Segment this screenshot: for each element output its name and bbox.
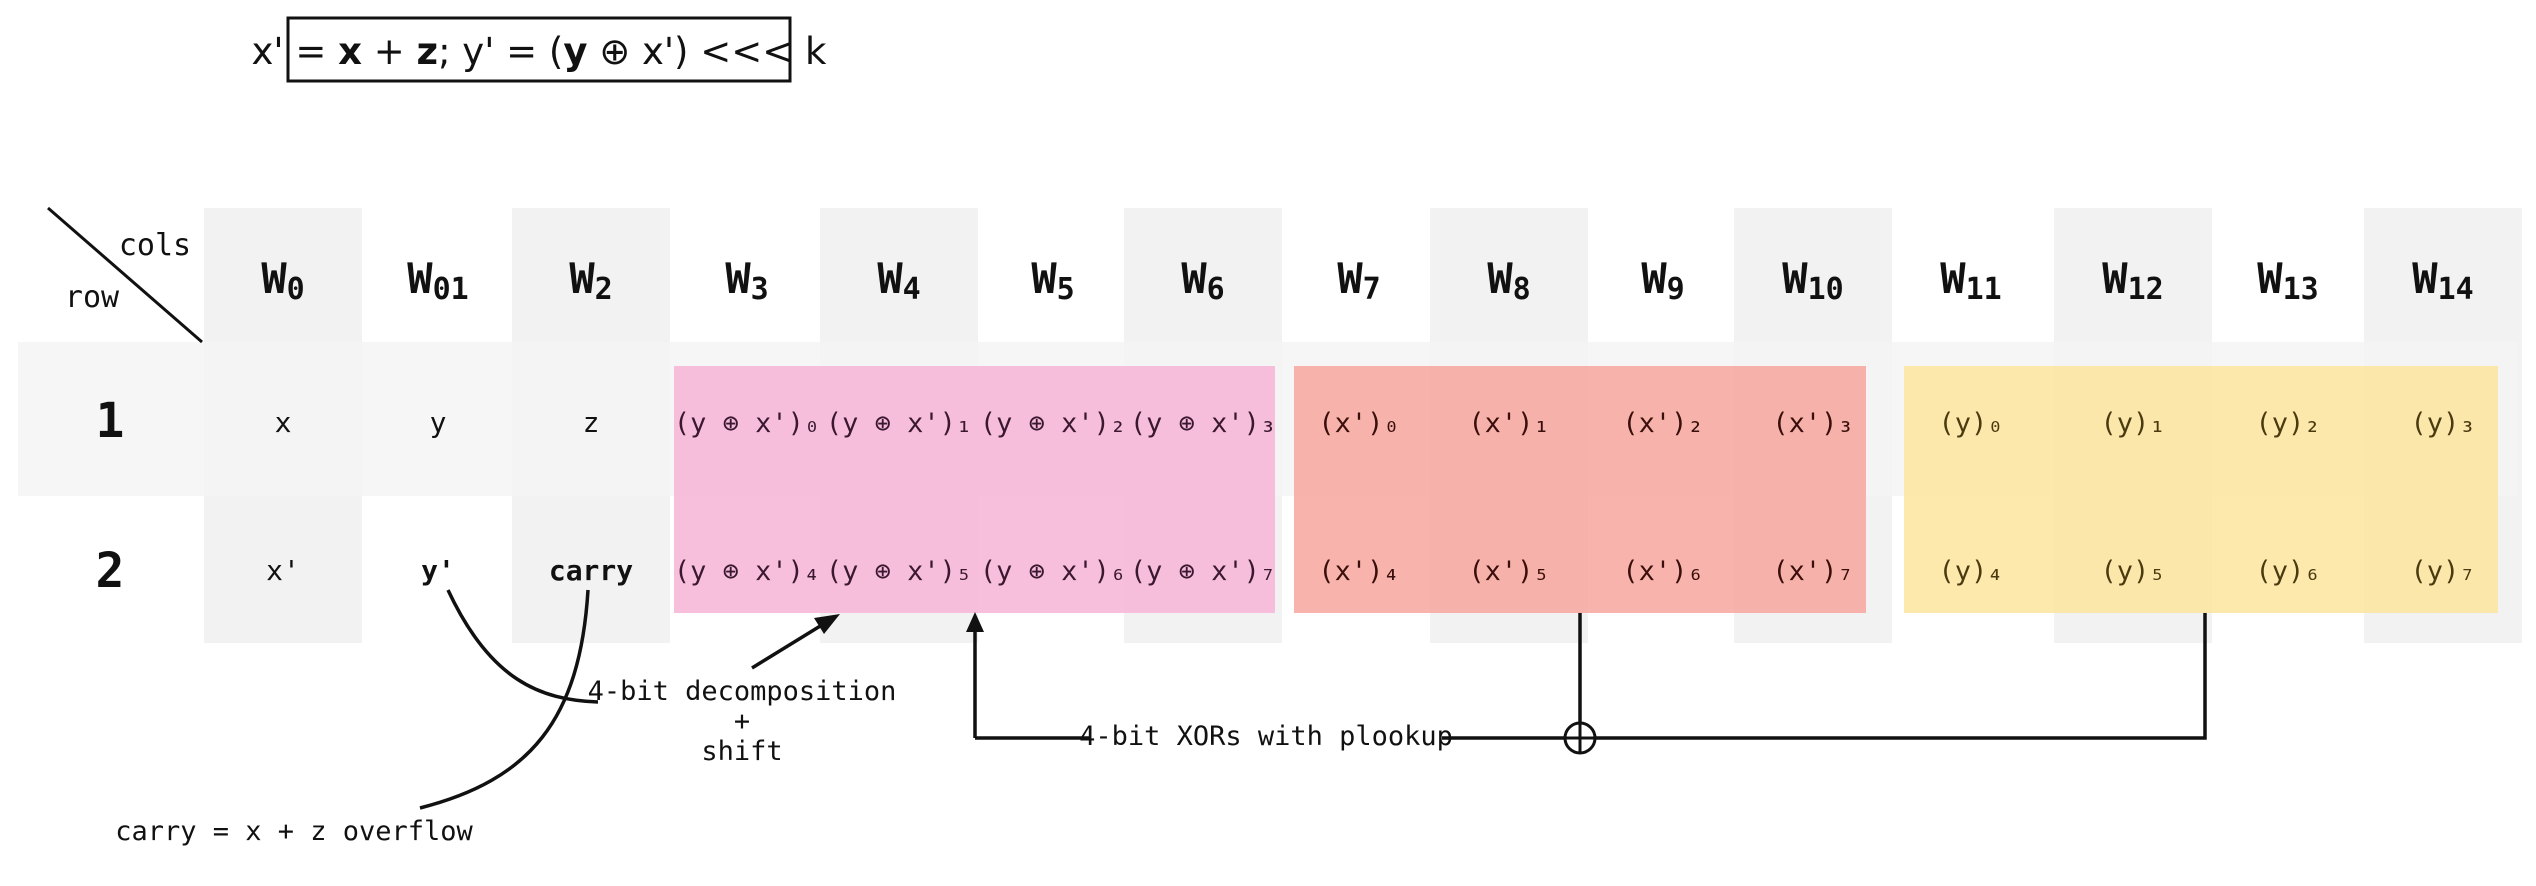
cell-r2-c12: (y)₅ <box>2100 556 2165 587</box>
decomposition-label-line1: 4-bit decomposition <box>588 676 897 707</box>
rotated-xor-block <box>674 366 1275 613</box>
decomposition-label-line2: + <box>734 706 750 737</box>
cell-r1-c2: z <box>583 406 600 439</box>
corner-row-label: row <box>65 280 120 315</box>
decomposition-arrowhead <box>814 614 840 634</box>
xor-label: 4-bit XORs with plookup <box>1079 721 1453 752</box>
column-header-10: W10 <box>1782 254 1843 307</box>
cell-r2-c10: (x')₇ <box>1772 556 1853 587</box>
corner-cols-label: cols <box>119 228 191 263</box>
formula-part-3: + <box>362 30 417 73</box>
cell-r2-c8: (x')₅ <box>1468 556 1549 587</box>
cell-r2-c0: x' <box>266 554 300 587</box>
column-header-14: W14 <box>2412 254 2473 307</box>
column-header-3: W3 <box>725 254 768 307</box>
cell-r1-c5: (y ⊕ x')₂ <box>980 408 1126 439</box>
xor-return-arrowhead <box>966 612 984 632</box>
cell-r2-c2: carry <box>549 554 633 587</box>
cell-r1-c13: (y)₂ <box>2255 408 2320 439</box>
cell-r2-c7: (x')₄ <box>1318 556 1399 587</box>
cell-r2-c3: (y ⊕ x')₄ <box>674 556 820 587</box>
table-cells: x y z (y ⊕ x')₀(y ⊕ x')₁ (y ⊕ x')₂(y ⊕ x')₃ (… <box>266 406 2475 587</box>
column-header-7: W7 <box>1337 254 1380 307</box>
cell-r1-c10: (x')₃ <box>1772 408 1853 439</box>
formula-text: x' = x + z; y' = (y ⊕ x') <<< k <box>252 30 827 73</box>
cell-r1-c8: (x')₁ <box>1468 408 1549 439</box>
cell-r1-c6: (y ⊕ x')₃ <box>1130 408 1276 439</box>
cell-r2-c13: (y)₆ <box>2255 556 2320 587</box>
cell-r1-c1: y <box>430 406 447 439</box>
decomposition-label-line3: shift <box>701 736 782 767</box>
cell-r2-c5: (y ⊕ x')₆ <box>980 556 1126 587</box>
cell-r1-c3: (y ⊕ x')₀ <box>674 408 820 439</box>
formula-part-4: z <box>417 30 439 73</box>
formula-box <box>286 16 792 83</box>
formula-part-1: x' = <box>252 30 339 73</box>
formula-part-6: y <box>563 30 587 73</box>
column-header-9: W9 <box>1641 254 1684 307</box>
x-prime-block <box>1294 366 1866 613</box>
decomposition-curve <box>446 589 599 704</box>
column-header-5: W5 <box>1031 254 1074 307</box>
cell-r2-c9: (x')₆ <box>1622 556 1703 587</box>
y-block <box>1904 366 2498 613</box>
cell-r2-c6: (y ⊕ x')₇ <box>1130 556 1276 587</box>
row-label-2: 2 <box>96 543 125 599</box>
corner-diagonal <box>47 206 203 344</box>
cell-r1-c12: (y)₁ <box>2100 408 2165 439</box>
cell-r1-c7: (x')₀ <box>1318 408 1399 439</box>
cell-r1-c11: (y)₀ <box>1938 408 2003 439</box>
column-header-13: W13 <box>2257 254 2318 307</box>
carry-note: carry = x + z overflow <box>115 816 473 847</box>
cell-r2-c4: (y ⊕ x')₅ <box>826 556 972 587</box>
cell-r1-c9: (x')₂ <box>1622 408 1703 439</box>
carry-curve <box>419 589 590 810</box>
formula-part-7: ⊕ x') <<< k <box>587 30 827 73</box>
row-label-1: 1 <box>96 393 125 449</box>
xor-plus-to-y-line <box>1595 613 2207 740</box>
decomposition-arrow-line <box>751 618 831 670</box>
cell-r2-c14: (y)₇ <box>2410 556 2475 587</box>
cell-r1-c4: (y ⊕ x')₁ <box>826 408 972 439</box>
column-header-1: W01 <box>407 254 468 307</box>
column-header-4: W4 <box>877 254 920 307</box>
formula-part-5: ; y' = ( <box>438 30 563 73</box>
column-header-11: W11 <box>1940 254 2001 307</box>
cell-r1-c0: x <box>275 406 292 439</box>
cell-r2-c11: (y)₄ <box>1938 556 2003 587</box>
column-header-2: W2 <box>569 254 612 307</box>
cell-r2-c1: y' <box>421 554 455 587</box>
formula-part-2: x <box>338 30 362 73</box>
column-header-12: W12 <box>2102 254 2163 307</box>
column-header-6: W6 <box>1181 254 1224 307</box>
connectors <box>419 589 2207 810</box>
column-header-8: W8 <box>1487 254 1530 307</box>
column-headers: W0 W01 W2 W3 W4 W5 W6 W7 W8 W9 W10 W11 W12 W13 W14 <box>261 254 2473 307</box>
cell-r1-c14: (y)₃ <box>2410 408 2475 439</box>
column-header-0: W0 <box>261 254 304 307</box>
